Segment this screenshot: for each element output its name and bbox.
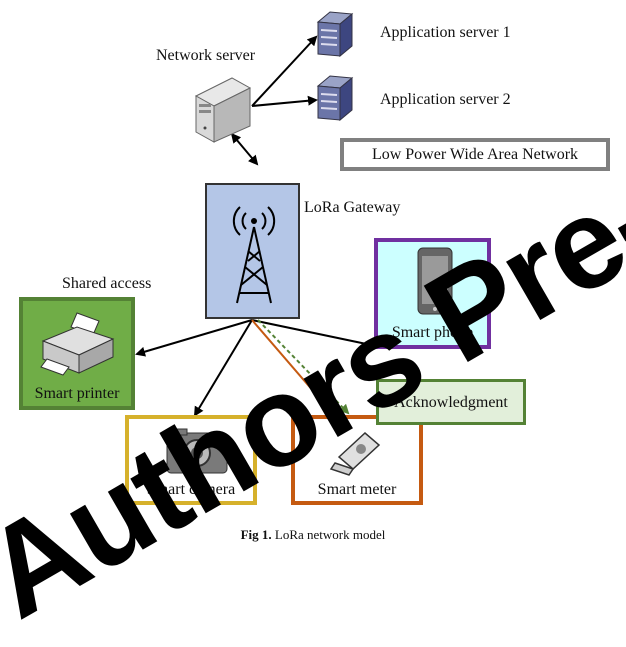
- acknowledgment-label: Acknowledgment: [394, 394, 508, 411]
- camera-icon: [166, 428, 228, 474]
- diagram-canvas: [135, 11, 378, 417]
- meter-icon: [329, 431, 381, 476]
- smart-meter-box: Smart meter: [291, 415, 423, 505]
- smartphone-icon: [417, 247, 453, 315]
- figure-caption: Fig 1. LoRa network model: [0, 527, 626, 543]
- application-server-1-label: Application server 1: [380, 24, 511, 41]
- figure-number: Fig 1.: [240, 527, 272, 542]
- application-server-2-icon: [316, 75, 354, 122]
- network-server-label: Network server: [156, 47, 256, 64]
- arrow-gateway-to-printer: [135, 319, 253, 357]
- lora-gateway-box: [205, 183, 300, 319]
- application-server-2-label: Application server 2: [380, 91, 511, 108]
- arrow-server-to-app2: [251, 95, 318, 107]
- figure-title: LoRa network model: [274, 527, 386, 542]
- smart-phone-box: Smart phone: [374, 238, 491, 349]
- arrow-gateway-to-camera: [193, 319, 253, 417]
- printer-icon: [40, 312, 115, 376]
- lpwan-box: Low Power Wide Area Network: [340, 138, 610, 171]
- acknowledgment-box: Acknowledgment: [376, 379, 526, 425]
- shared-access-label: Shared access: [62, 275, 152, 292]
- arrow-ack-dashed: [257, 319, 350, 415]
- smart-camera-box: Smart camera: [125, 415, 257, 505]
- arrow-gateway-server: [230, 132, 259, 166]
- arrow-gateway-to-meter: [251, 319, 335, 416]
- application-server-1-icon: [316, 11, 354, 58]
- arrow-server-to-app1: [251, 35, 318, 107]
- arrow-gateway-to-phone: [251, 319, 378, 350]
- gateway-antenna-icon: [232, 206, 276, 304]
- smart-meter-label: Smart meter: [317, 481, 397, 498]
- smart-camera-label: Smart camera: [146, 481, 236, 498]
- smart-printer-box: Smart printer: [19, 297, 135, 410]
- smart-printer-label: Smart printer: [34, 385, 120, 402]
- smart-phone-label: Smart phone: [391, 324, 474, 341]
- network-server-icon: [194, 77, 252, 143]
- lora-gateway-label: LoRa Gateway: [304, 199, 401, 216]
- lpwan-label: Low Power Wide Area Network: [371, 146, 579, 163]
